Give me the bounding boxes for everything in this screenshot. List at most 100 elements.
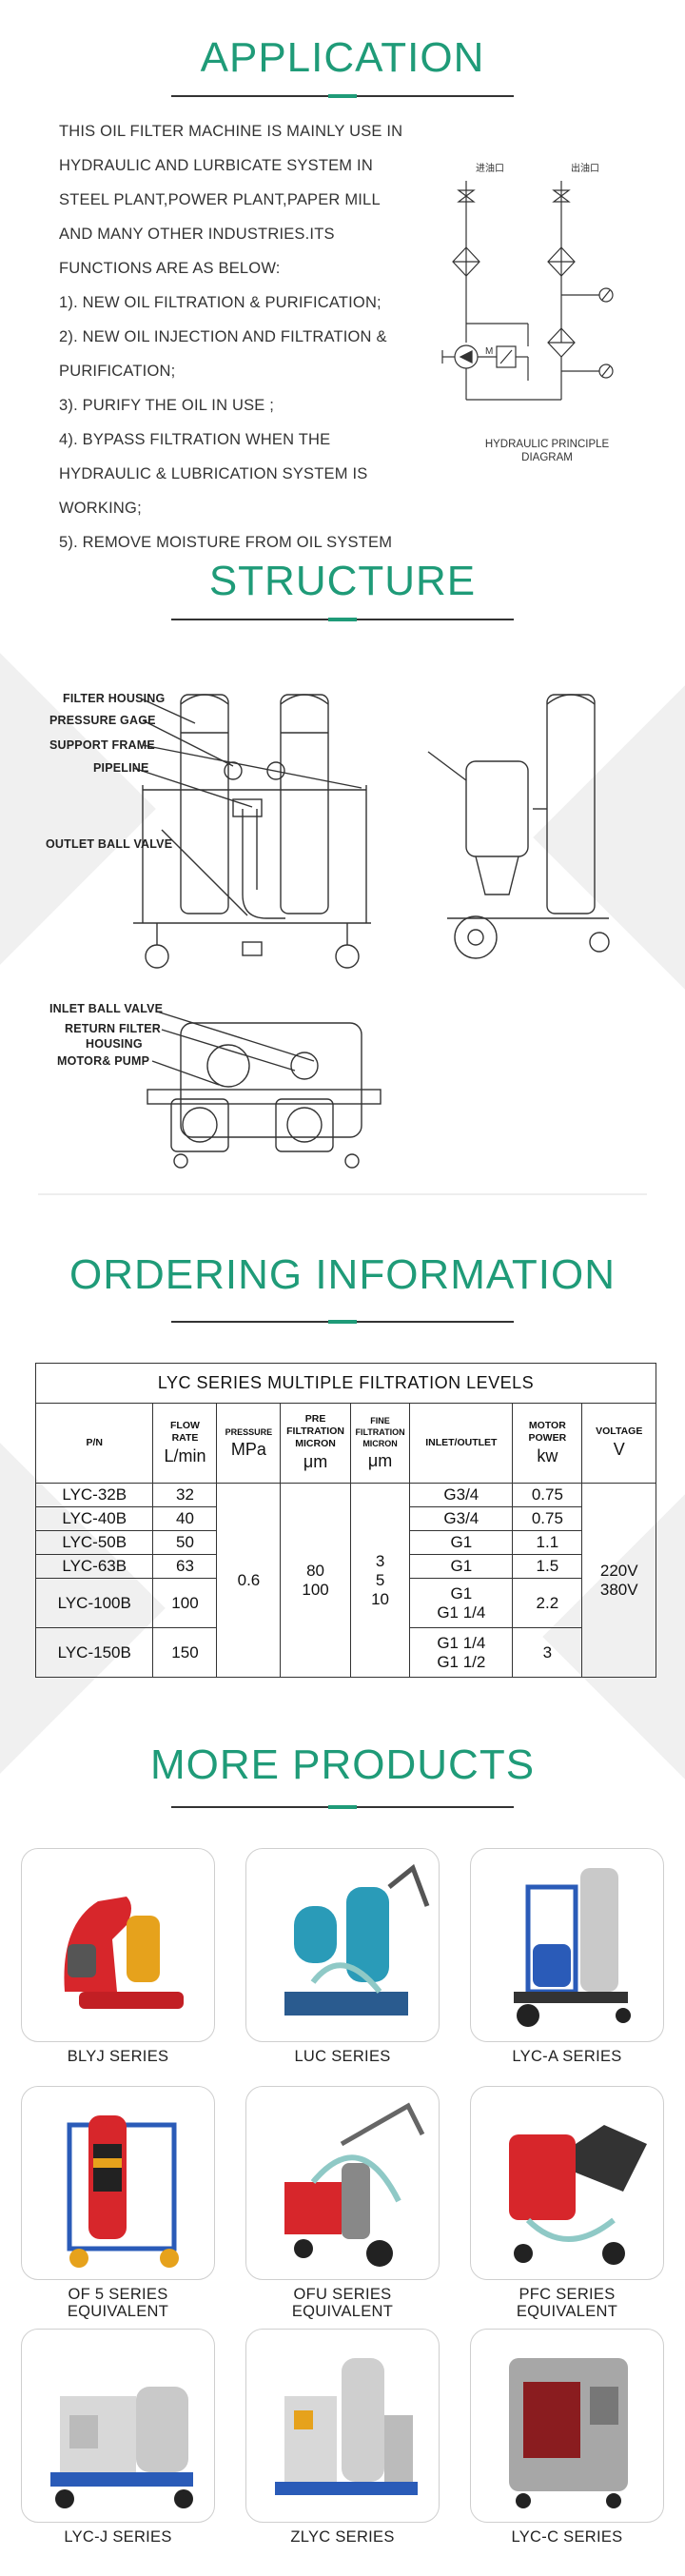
table-row: LYC-63B 63 G1 1.5 [34, 1554, 656, 1579]
cell-flow: 40 [152, 1506, 218, 1531]
cell-pressure: 0.6 [216, 1483, 282, 1678]
diagram-label-outlet: 出油口 [571, 162, 599, 174]
application-line: AND MANY OTHER INDUSTRIES.ITS [59, 226, 335, 243]
cell-motor-power: 0.75 [512, 1483, 583, 1507]
label-filter-housing: FILTER HOUSING [63, 692, 166, 705]
cell-pn: LYC-32B [34, 1483, 154, 1507]
application-line: 4). BYPASS FILTRATION WHEN THE [59, 431, 331, 448]
cell-pn: LYC-50B [34, 1530, 154, 1555]
product-name: PFC SERIES [519, 2286, 616, 2303]
title-divider [171, 1805, 514, 1809]
label-outlet-ball-valve: OUTLET BALL VALVE [46, 837, 173, 851]
title-divider [171, 1320, 514, 1324]
application-line: WORKING; [59, 500, 142, 517]
label-pressure-gage: PRESSURE GAGE [49, 714, 156, 727]
product-name: BLYJ SERIES [67, 2048, 169, 2065]
product-image [509, 2125, 647, 2265]
header-inlet-outlet: INLET/OUTLET [409, 1403, 514, 1484]
cell-inlet-outlet: G3/4 [409, 1483, 514, 1507]
label-return-filter: RETURN FILTER [65, 1022, 161, 1035]
diagram-caption-line: HYDRAULIC PRINCIPLE [484, 439, 610, 450]
application-line: PURIFICATION; [59, 363, 176, 380]
label-pipeline: PIPELINE [93, 761, 149, 775]
application-line: 5). REMOVE MOISTURE FROM OIL SYSTEM [59, 534, 393, 551]
application-line: HYDRAULIC AND LURBICATE SYSTEM IN [59, 157, 373, 174]
product-card-luc[interactable] [245, 1848, 440, 2042]
ordering-table: LYC SERIES MULTIPLE FILTRATION LEVELS P/… [34, 1363, 656, 1678]
cell-pn: LYC-63B [34, 1554, 154, 1579]
product-image [284, 2102, 425, 2267]
cell-motor-power: 0.75 [512, 1506, 583, 1531]
cell-pn: LYC-100B [34, 1578, 154, 1628]
header-pn: P/N [34, 1403, 154, 1484]
product-name-suffix: EQUIVALENT [516, 2303, 618, 2320]
application-line: HYDRAULIC & LUBRICATION SYSTEM IS [59, 465, 368, 482]
cell-inlet-outlet: G3/4 [409, 1506, 514, 1531]
table-row: LYC-50B 50 G1 1.1 [34, 1530, 656, 1555]
product-name: LYC-J SERIES [64, 2528, 172, 2546]
product-card-pfc[interactable] [470, 2086, 664, 2280]
product-image [514, 1868, 631, 2027]
diagram-label-inlet: 进油口 [476, 162, 504, 174]
application-line: 1). NEW OIL FILTRATION & PURIFICATION; [59, 294, 382, 311]
cell-flow: 150 [152, 1627, 218, 1678]
product-card-lyc-a[interactable] [470, 1848, 664, 2042]
diagram-caption: HYDRAULIC PRINCIPLE DIAGRAM [438, 438, 656, 464]
application-line: 3). PURIFY THE OIL IN USE ; [59, 397, 275, 414]
hydraulic-principle-diagram: 进油口 出油口 M [441, 162, 614, 401]
product-card-blyj[interactable] [21, 1848, 215, 2042]
cell-motor-power: 2.2 [512, 1578, 583, 1628]
product-name-suffix: EQUIVALENT [291, 2303, 394, 2320]
cell-flow: 50 [152, 1530, 218, 1555]
cell-flow: 32 [152, 1483, 218, 1507]
label-inlet-ball-valve: INLET BALL VALVE [49, 1002, 164, 1015]
product-image [50, 2387, 193, 2508]
product-name: LYC-A SERIES [512, 2048, 622, 2065]
diagram-motor-label: M [485, 346, 493, 357]
cell-inlet-outlet: G1 [409, 1530, 514, 1555]
ordering-title: ORDERING INFORMATION [68, 1251, 616, 1298]
product-name-suffix: EQUIVALENT [67, 2303, 169, 2320]
application-line: 2). NEW OIL INJECTION AND FILTRATION & [59, 328, 387, 345]
application-line: STEEL PLANT,POWER PLANT,PAPER MILL [59, 191, 381, 208]
cell-flow: 63 [152, 1554, 218, 1579]
header-pressure: PRESSURE MPa [216, 1403, 282, 1484]
product-card-zlyc[interactable] [245, 2329, 440, 2523]
table-row: LYC-40B 40 G3/4 0.75 [34, 1506, 656, 1531]
product-name: OF 5 SERIES [68, 2286, 168, 2303]
application-line: FUNCTIONS ARE AS BELOW: [59, 260, 281, 277]
product-image [275, 2358, 418, 2495]
cell-flow: 100 [152, 1578, 218, 1628]
structure-title: STRUCTURE [208, 558, 477, 604]
product-image [509, 2358, 628, 2508]
product-card-lyc-j[interactable] [21, 2329, 215, 2523]
structure-drawing [38, 694, 647, 1195]
product-name: OFU SERIES [293, 2286, 392, 2303]
product-card-of5[interactable] [21, 2086, 215, 2280]
product-image [64, 1897, 184, 2009]
product-name: ZLYC SERIES [290, 2528, 395, 2546]
product-name: LUC SERIES [294, 2048, 391, 2065]
cell-motor-power: 1.1 [512, 1530, 583, 1555]
title-divider [171, 94, 514, 98]
product-image [67, 2115, 179, 2268]
diagram-caption-line: DIAGRAM [521, 452, 573, 463]
header-pre-filtration: PRE FILTRATION MICRON μm [280, 1403, 351, 1484]
product-card-ofu[interactable] [245, 2086, 440, 2280]
header-motor-power: MOTOR POWER kw [512, 1403, 583, 1484]
products-title: MORE PRODUCTS [149, 1741, 536, 1788]
cell-inlet-outlet: G1 [409, 1554, 514, 1579]
label-return-filter-housing: HOUSING [86, 1037, 143, 1051]
product-image [284, 1863, 430, 2016]
product-card-lyc-c[interactable] [470, 2329, 664, 2523]
application-line: THIS OIL FILTER MACHINE IS MAINLY USE IN [59, 123, 403, 140]
header-fine-filtration: FINE FILTRATION MICRON μm [349, 1403, 411, 1484]
cell-pn: LYC-150B [34, 1627, 154, 1678]
